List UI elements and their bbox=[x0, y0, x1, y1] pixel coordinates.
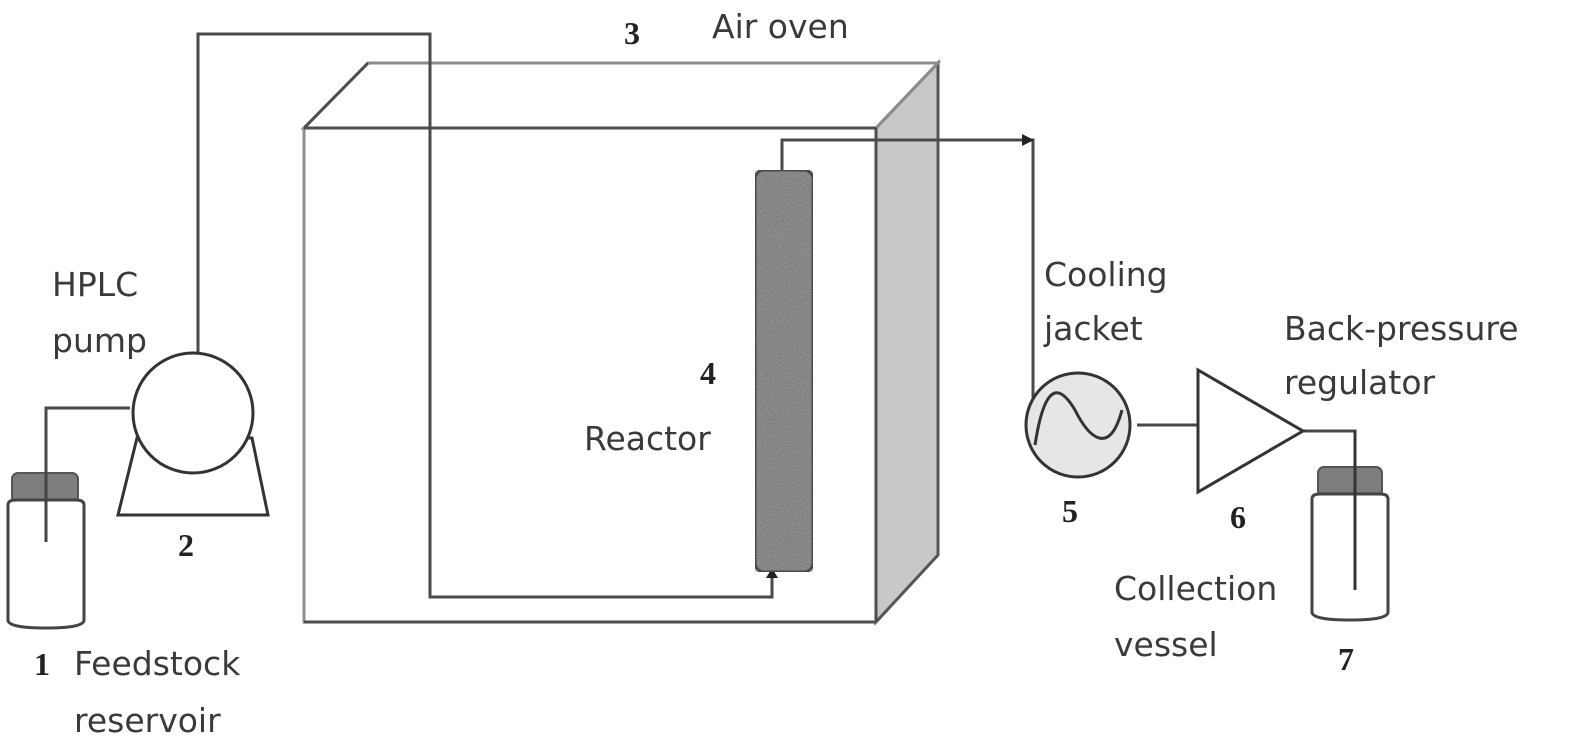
regulator-label-line1: Back-pressure bbox=[1284, 309, 1519, 348]
regulator-triangle bbox=[1196, 367, 1306, 495]
regulator-label-line2: regulator bbox=[1284, 363, 1436, 402]
number-3: 3 bbox=[624, 15, 640, 51]
pump-label-line1: HPLC bbox=[52, 265, 138, 304]
feedstock-reservoir bbox=[6, 470, 86, 630]
arrow-to-cooling-icon bbox=[1022, 134, 1034, 146]
sine-wave-icon bbox=[1033, 391, 1124, 446]
number-4: 4 bbox=[700, 355, 716, 391]
reservoir-bottle bbox=[6, 498, 86, 630]
number-7: 7 bbox=[1338, 641, 1354, 677]
pipe-pump-to-reactor bbox=[196, 32, 774, 599]
cooling-jacket bbox=[1024, 371, 1132, 479]
number-6: 6 bbox=[1230, 499, 1246, 535]
cooling-jacket-body bbox=[1024, 371, 1132, 479]
pipe-reactor-to-cooling bbox=[780, 138, 1035, 410]
number-5: 5 bbox=[1062, 493, 1078, 529]
reactor bbox=[753, 168, 815, 574]
cooling-label-line1: Cooling bbox=[1044, 255, 1168, 294]
vessel-label-line2: vessel bbox=[1114, 625, 1218, 664]
oven-side-face bbox=[874, 59, 940, 626]
reactor-label: Reactor bbox=[584, 419, 711, 458]
oven-top-edge bbox=[302, 61, 370, 130]
vessel-label-line1: Collection bbox=[1114, 569, 1277, 608]
feedstock-label-line1: Feedstock bbox=[74, 644, 241, 683]
cooling-label-line2: jacket bbox=[1043, 309, 1143, 348]
labels: 1 Feedstock reservoir HPLC pump 2 3 Air … bbox=[34, 7, 1519, 740]
collection-vessel bbox=[1310, 431, 1390, 622]
hplc-pump bbox=[116, 351, 270, 517]
pump-label-line2: pump bbox=[52, 321, 147, 360]
feedstock-label-line2: reservoir bbox=[74, 701, 221, 740]
number-2: 2 bbox=[178, 527, 194, 563]
pump-head bbox=[131, 351, 255, 475]
packed-bed-column bbox=[753, 168, 815, 574]
oven-label: Air oven bbox=[712, 7, 849, 46]
number-1: 1 bbox=[34, 646, 50, 682]
vessel-bottle bbox=[1310, 492, 1390, 622]
back-pressure-regulator bbox=[1196, 367, 1306, 495]
oven-top-face bbox=[300, 61, 942, 130]
air-oven bbox=[300, 59, 942, 626]
